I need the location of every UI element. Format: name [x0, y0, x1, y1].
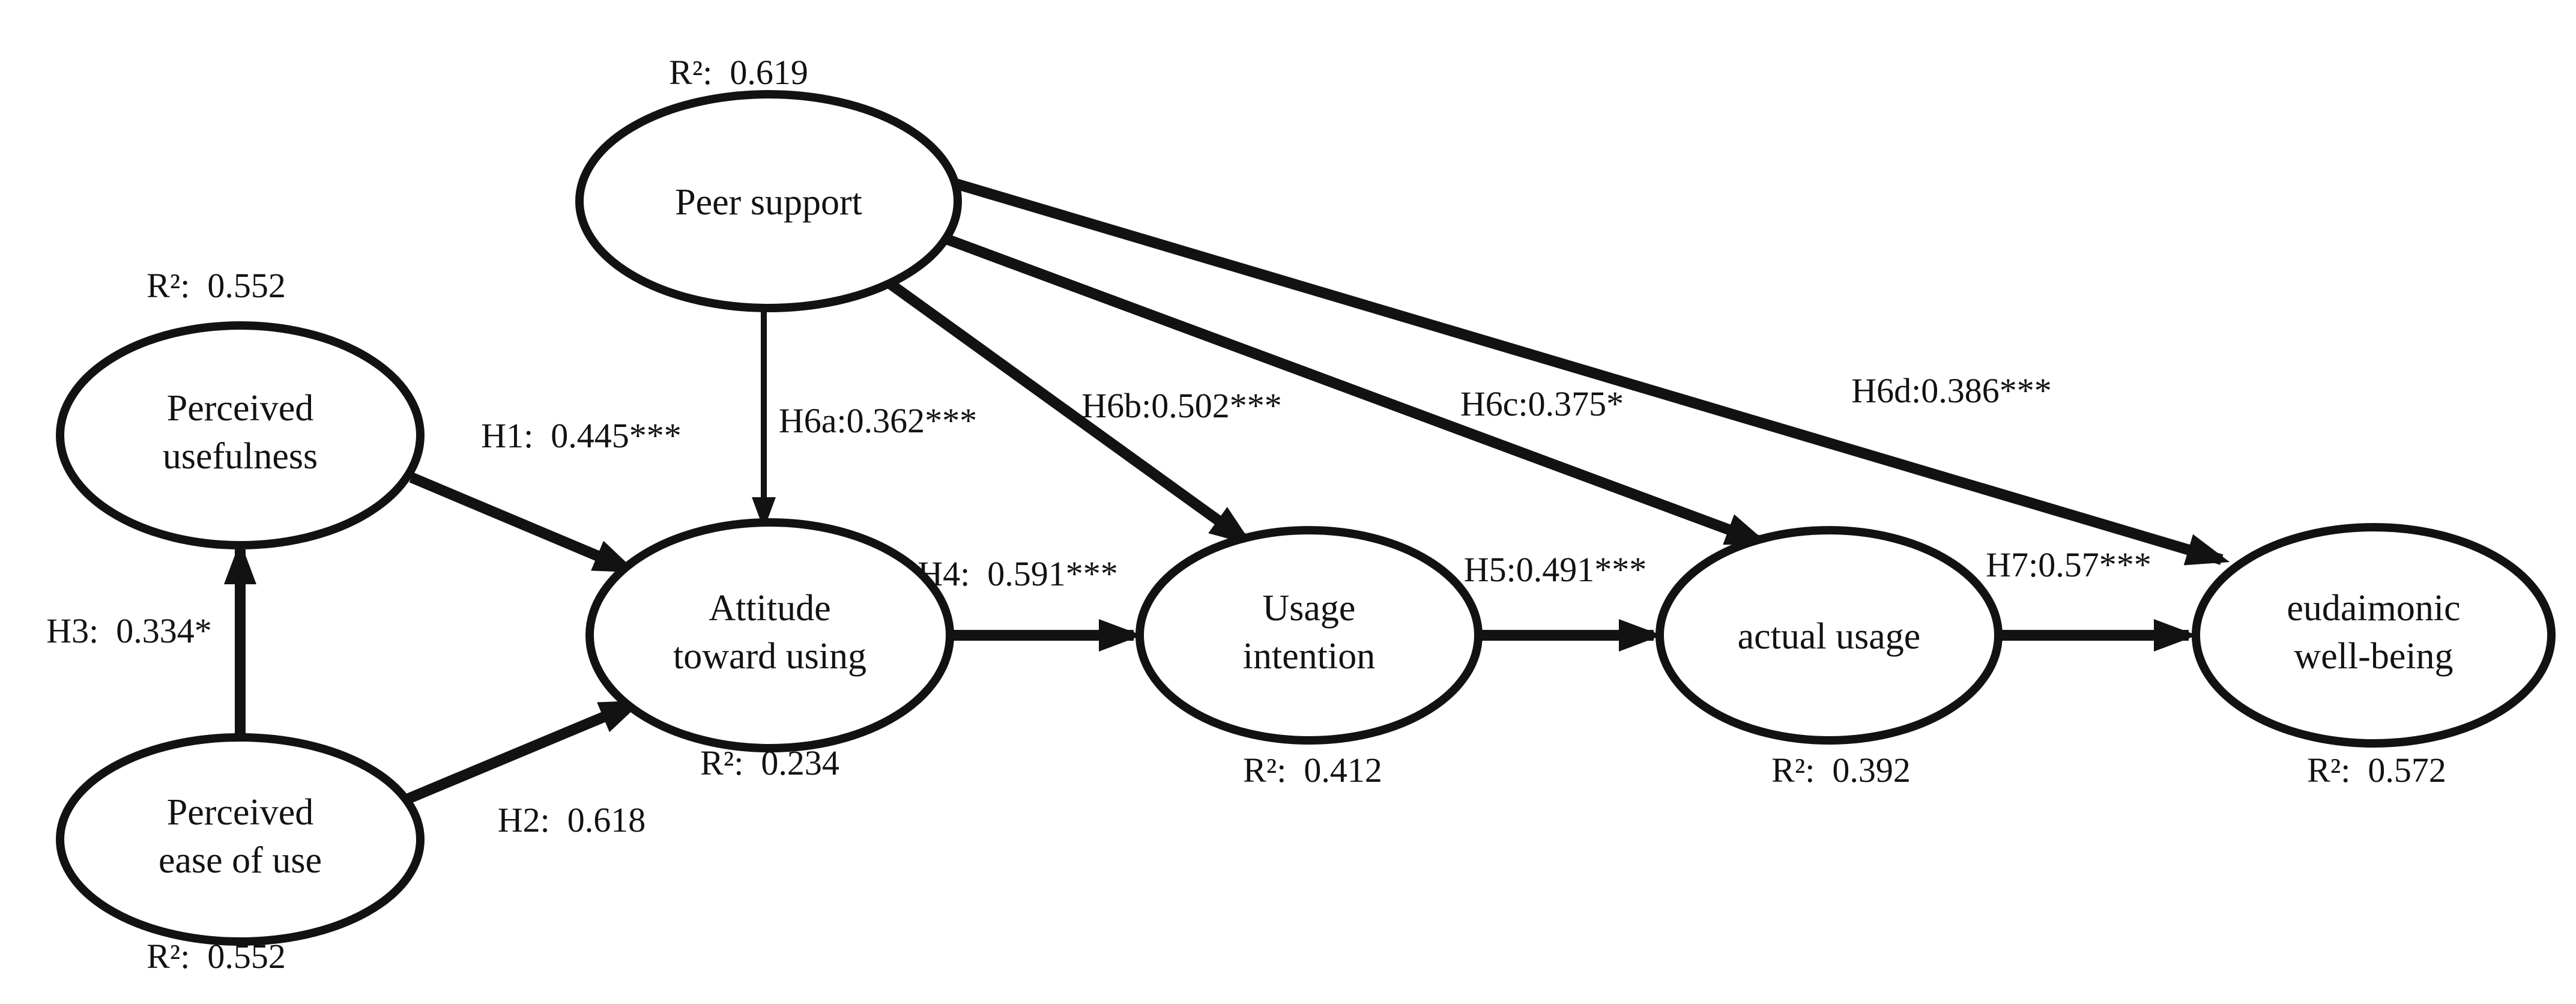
node-attitude-toward-using-r2: R²: 0.234	[700, 743, 839, 782]
node-perceived-usefulness-r2: R²: 0.552	[147, 266, 286, 305]
node-perceived-usefulness: Perceived usefulness R²: 0.552	[56, 266, 425, 549]
node-peer-support: Peer support R²: 0.619	[575, 53, 962, 312]
edge-h7: H7:0.57***	[1986, 545, 2197, 652]
node-eudaimonic-well-being-label-line1: eudaimonic	[2287, 588, 2460, 629]
node-attitude-toward-using: Attitude toward using R²: 0.234	[585, 518, 954, 782]
node-perceived-ease-of-use-r2: R²: 0.552	[147, 937, 286, 976]
node-usage-intention-label-line1: Usage	[1263, 588, 1356, 629]
edge-h5-label: H5:0.491***	[1464, 550, 1647, 589]
node-actual-usage: actual usage R²: 0.392	[1655, 526, 2003, 790]
node-peer-support-label: Peer support	[675, 182, 862, 223]
edge-h3: H3: 0.334*	[46, 541, 256, 737]
node-actual-usage-r2: R²: 0.392	[1771, 751, 1911, 790]
node-eudaimonic-well-being: eudaimonic well-being R²: 0.572	[2192, 523, 2556, 790]
node-attitude-toward-using-label-line2: toward using	[673, 636, 866, 677]
node-perceived-usefulness-ellipse	[56, 321, 425, 549]
edge-h4: H4: 0.591***	[918, 554, 1142, 652]
edge-h6d: H6d:0.386***	[954, 178, 2230, 566]
edge-h2: H2: 0.618	[406, 698, 646, 839]
node-perceived-usefulness-label-line2: usefulness	[163, 436, 318, 477]
edge-h6c-label: H6c:0.375*	[1460, 384, 1624, 423]
node-attitude-toward-using-ellipse	[585, 518, 954, 752]
edge-h6c: H6c:0.375*	[944, 234, 1770, 547]
edge-h6a-label: H6a:0.362***	[779, 401, 977, 440]
edge-h6c-arrow	[944, 234, 1770, 547]
edge-h2-label: H2: 0.618	[498, 800, 646, 839]
edge-h5: H5:0.491***	[1464, 550, 1662, 652]
edge-h6a: H6a:0.362***	[752, 309, 977, 530]
node-eudaimonic-well-being-label-line2: well-being	[2294, 636, 2453, 677]
edge-h6b-label: H6b:0.502***	[1081, 386, 1282, 425]
edge-h1-arrow	[409, 472, 637, 575]
node-eudaimonic-well-being-r2: R²: 0.572	[2307, 751, 2446, 790]
node-attitude-toward-using-label-line1: Attitude	[709, 588, 830, 629]
node-usage-intention-label-line2: intention	[1243, 636, 1375, 677]
edge-h2-arrow	[406, 698, 643, 804]
node-perceived-ease-of-use: Perceived ease of use R²: 0.552	[56, 733, 425, 976]
edge-h6b-arrow	[887, 279, 1253, 546]
node-usage-intention-ellipse	[1135, 526, 1483, 745]
node-eudaimonic-well-being-ellipse	[2192, 523, 2556, 748]
node-perceived-ease-of-use-label-line2: ease of use	[159, 840, 322, 881]
node-peer-support-ellipse	[575, 90, 962, 312]
edge-h6d-arrow	[954, 178, 2230, 566]
edge-h6d-label: H6d:0.386***	[1851, 371, 2052, 410]
node-perceived-usefulness-label-line1: Perceived	[167, 388, 313, 429]
node-peer-support-r2: R²: 0.619	[669, 53, 808, 92]
node-actual-usage-label: actual usage	[1738, 616, 1921, 657]
edge-h7-label: H7:0.57***	[1986, 545, 2151, 584]
node-usage-intention: Usage intention R²: 0.412	[1135, 526, 1483, 790]
edge-h1-label: H1: 0.445***	[481, 416, 682, 455]
node-actual-usage-ellipse	[1655, 526, 2003, 745]
node-usage-intention-r2: R²: 0.412	[1243, 751, 1382, 790]
edge-h1: H1: 0.445***	[409, 416, 682, 575]
edge-h4-label: H4: 0.591***	[918, 554, 1118, 593]
edge-h3-label: H3: 0.334*	[46, 611, 212, 650]
node-perceived-ease-of-use-ellipse	[56, 733, 425, 946]
node-perceived-ease-of-use-label-line1: Perceived	[167, 792, 313, 833]
edge-h6b: H6b:0.502***	[887, 279, 1282, 546]
